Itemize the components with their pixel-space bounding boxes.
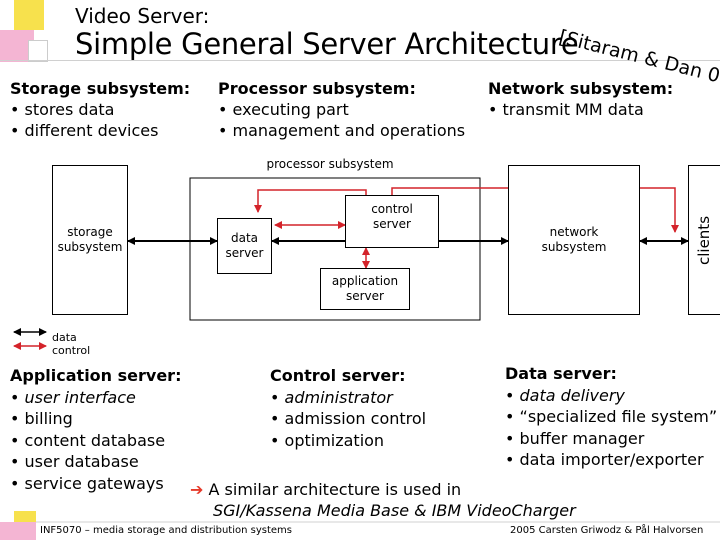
processor-item: • management and operations xyxy=(218,121,466,140)
storage-subsystem-box: storage subsystem xyxy=(52,165,128,315)
corner-square-yellow xyxy=(14,0,44,30)
legend-control-label: control xyxy=(52,344,91,357)
control-item: • optimization xyxy=(270,430,385,450)
processor-heading: Processor subsystem: xyxy=(218,79,416,98)
application-server-box: application server xyxy=(320,268,410,310)
note-text: A similar architecture is used in xyxy=(208,480,462,499)
slide-title: Simple General Server Architecture xyxy=(75,27,579,61)
control-item: • administrator xyxy=(270,387,393,407)
similar-architecture-note: ➔ A similar architecture is used in xyxy=(190,480,461,500)
network-heading: Network subsystem: xyxy=(488,79,674,98)
network-overview: Network subsystem: • transmit MM data xyxy=(488,78,673,120)
data-server-box: data server xyxy=(217,218,272,274)
application-item: • user database xyxy=(10,452,139,471)
control-server-box: control server xyxy=(345,195,439,248)
footer-course: INF5070 – media storage and distribution… xyxy=(40,525,293,536)
application-item: • billing xyxy=(10,409,73,428)
application-server-details: Application server: • user interface • b… xyxy=(10,365,181,494)
clients-label: clients xyxy=(695,215,714,265)
control-server-details: Control server: • administrator • admiss… xyxy=(270,365,426,451)
data-item: • data importer/exporter xyxy=(505,450,704,469)
note-products: SGI/Kassena Media Base & IBM VideoCharge… xyxy=(213,501,576,520)
storage-item: • stores data xyxy=(10,100,115,119)
clients-box: clients xyxy=(688,165,720,315)
storage-heading: Storage subsystem: xyxy=(10,79,191,98)
footer-authors: 2005 Carsten Griwodz & Pål Halvorsen xyxy=(510,525,704,536)
footer-square-pink xyxy=(0,522,36,540)
data-heading: Data server: xyxy=(505,364,617,383)
processor-subsystem-label: processor subsystem xyxy=(266,157,394,171)
corner-square-white xyxy=(28,40,48,62)
application-item: • service gateways xyxy=(10,473,164,493)
data-server-details: Data server: • data delivery • “speciali… xyxy=(505,363,717,471)
data-item: • “specialized file system” xyxy=(505,407,718,426)
application-item: • user interface xyxy=(10,387,136,407)
network-subsystem-box: network subsystem xyxy=(508,165,640,315)
control-item: • admission control xyxy=(270,409,427,428)
processor-item: • executing part xyxy=(218,100,349,119)
processor-overview: Processor subsystem: • executing part • … xyxy=(218,78,465,141)
storage-overview: Storage subsystem: • stores data • diffe… xyxy=(10,78,190,141)
data-item: • data delivery xyxy=(505,385,625,405)
application-heading: Application server: xyxy=(10,366,182,385)
note-arrow-icon: ➔ xyxy=(190,480,204,499)
processor-subsystem-frame xyxy=(189,177,481,321)
control-loop-arrow-left xyxy=(254,189,367,213)
network-item: • transmit MM data xyxy=(488,100,644,119)
application-item: • content database xyxy=(10,430,166,450)
header-rule xyxy=(0,60,720,61)
data-item: • buffer manager xyxy=(505,428,645,448)
legend-data-label: data xyxy=(52,331,77,344)
storage-item: • different devices xyxy=(10,121,159,140)
slide-kicker: Video Server: xyxy=(75,4,210,28)
control-heading: Control server: xyxy=(270,366,406,385)
